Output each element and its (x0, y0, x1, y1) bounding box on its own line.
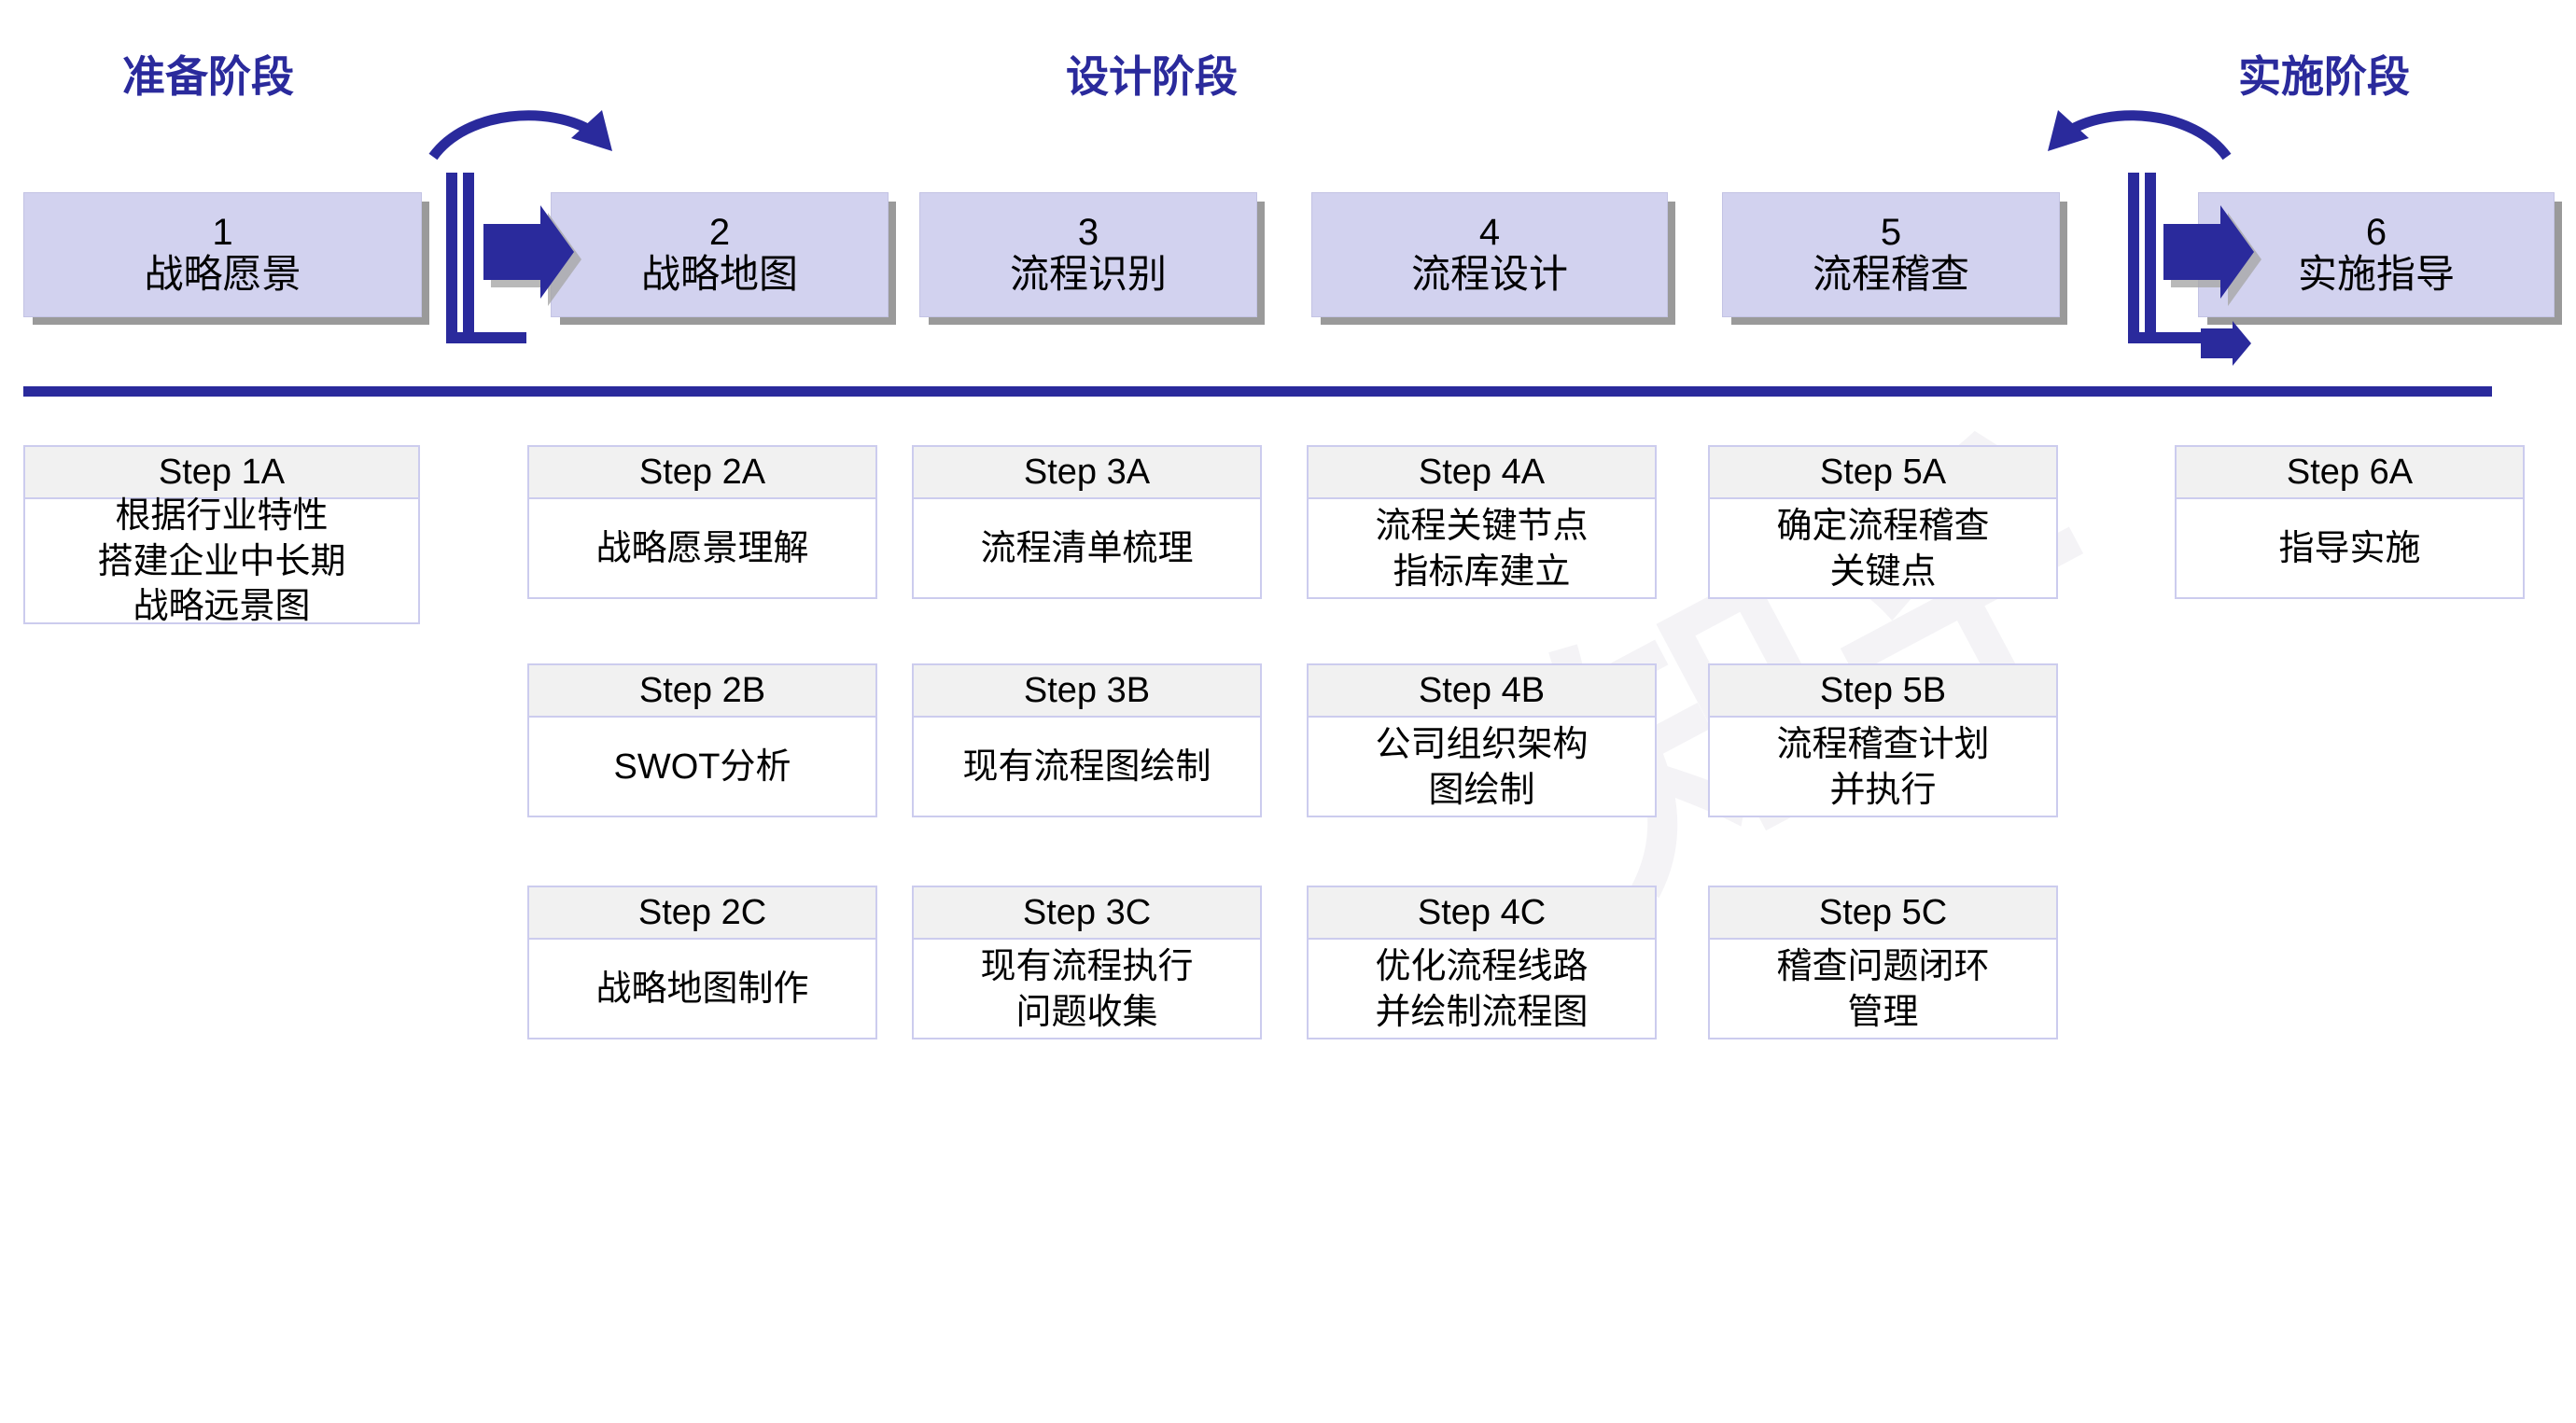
stage-name: 流程设计 (1410, 251, 1568, 296)
phase-heading-preparation: 准备阶段 (122, 52, 294, 101)
step-title: Step 4B (1309, 665, 1655, 718)
step-title: Step 4A (1309, 447, 1655, 499)
bracket-path (446, 173, 526, 343)
step-body: 流程关键节点指标库建立 (1375, 506, 1589, 592)
stage-box-4[interactable]: 4 流程设计 (1311, 192, 1668, 317)
step-card-4c[interactable]: Step 4C 优化流程线路并绘制流程图 (1307, 886, 1657, 1039)
step-title: Step 5C (1710, 887, 2056, 940)
step-body: 战略愿景理解 (595, 529, 809, 569)
step-body: 公司组织架构图绘制 (1375, 724, 1589, 810)
stage-number: 6 (2365, 211, 2387, 253)
step-card-3c[interactable]: Step 3C 现有流程执行问题收集 (912, 886, 1262, 1039)
curved-arrow-head (2048, 110, 2089, 151)
step-body: SWOT分析 (613, 747, 791, 788)
stage-box-1[interactable]: 1 战略愿景 (23, 192, 422, 317)
step-title: Step 1A (25, 447, 418, 499)
step-title: Step 3B (914, 665, 1260, 718)
stage-box-3[interactable]: 3 流程识别 (919, 192, 1257, 317)
stage-name: 战略愿景 (144, 251, 301, 296)
phase-heading-design: 设计阶段 (1066, 52, 1238, 101)
curved-arrow-path (2064, 110, 2232, 160)
bracket-path (2128, 173, 2208, 343)
stage-box-6[interactable]: 6 实施指导 (2198, 192, 2555, 317)
step-card-4b[interactable]: Step 4B 公司组织架构图绘制 (1307, 663, 1657, 817)
connector-stage-5-to-6 (2035, 93, 2261, 366)
step-body: 指导实施 (2278, 529, 2421, 569)
step-body: 现有流程图绘制 (962, 747, 1211, 788)
step-title: Step 2B (529, 665, 875, 718)
step-body: 现有流程执行问题收集 (980, 946, 1194, 1032)
step-card-2b[interactable]: Step 2B SWOT分析 (527, 663, 877, 817)
stage-name: 流程稽查 (1812, 251, 1969, 296)
stage-box-5[interactable]: 5 流程稽查 (1722, 192, 2060, 317)
step-card-5b[interactable]: Step 5B 流程稽查计划并执行 (1708, 663, 2058, 817)
step-card-3b[interactable]: Step 3B 现有流程图绘制 (912, 663, 1262, 817)
curved-arrow-path (428, 110, 596, 160)
step-card-1a[interactable]: Step 1A 根据行业特性搭建企业中长期战略远景图 (23, 445, 420, 627)
curved-arrow-head (571, 110, 612, 151)
step-body: 流程稽查计划并执行 (1776, 724, 1990, 810)
step-title: Step 2A (529, 447, 875, 499)
step-card-2c[interactable]: Step 2C 战略地图制作 (527, 886, 877, 1039)
section-divider (23, 386, 2492, 397)
step-body: 稽查问题闭环管理 (1776, 946, 1990, 1032)
step-title: Step 3A (914, 447, 1260, 499)
stage-number: 4 (1478, 211, 1501, 253)
stage-name: 战略地图 (640, 251, 798, 296)
step-title: Step 5A (1710, 447, 2056, 499)
stage-box-2[interactable]: 2 战略地图 (551, 192, 889, 317)
step-body: 根据行业特性搭建企业中长期战略远景图 (97, 496, 346, 627)
stage-name: 实施指导 (2297, 251, 2455, 296)
step-title: Step 6A (2177, 447, 2523, 499)
step-card-4a[interactable]: Step 4A 流程关键节点指标库建立 (1307, 445, 1657, 599)
step-title: Step 3C (914, 887, 1260, 940)
step-card-3a[interactable]: Step 3A 流程清单梳理 (912, 445, 1262, 599)
bracket-arrow-head (2201, 321, 2251, 366)
phase-heading-implementation: 实施阶段 (2238, 52, 2410, 101)
step-card-2a[interactable]: Step 2A 战略愿景理解 (527, 445, 877, 599)
block-arrow-icon (2163, 205, 2254, 299)
stage-number: 5 (1880, 211, 1902, 253)
block-arrow-icon (483, 205, 574, 299)
step-card-5a[interactable]: Step 5A 确定流程稽查关键点 (1708, 445, 2058, 599)
stage-number: 1 (212, 211, 233, 253)
step-body: 优化流程线路并绘制流程图 (1375, 946, 1589, 1032)
step-title: Step 2C (529, 887, 875, 940)
stage-number: 2 (708, 211, 731, 253)
stage-name: 流程识别 (1009, 251, 1167, 296)
connector-stage-1-to-2 (411, 93, 625, 350)
step-body: 战略地图制作 (595, 970, 809, 1010)
step-card-5c[interactable]: Step 5C 稽查问题闭环管理 (1708, 886, 2058, 1039)
stage-number: 3 (1077, 211, 1099, 253)
step-title: Step 5B (1710, 665, 2056, 718)
step-title: Step 4C (1309, 887, 1655, 940)
step-body: 流程清单梳理 (980, 529, 1194, 569)
step-body: 确定流程稽查关键点 (1776, 506, 1990, 592)
step-card-6a[interactable]: Step 6A 指导实施 (2175, 445, 2525, 599)
